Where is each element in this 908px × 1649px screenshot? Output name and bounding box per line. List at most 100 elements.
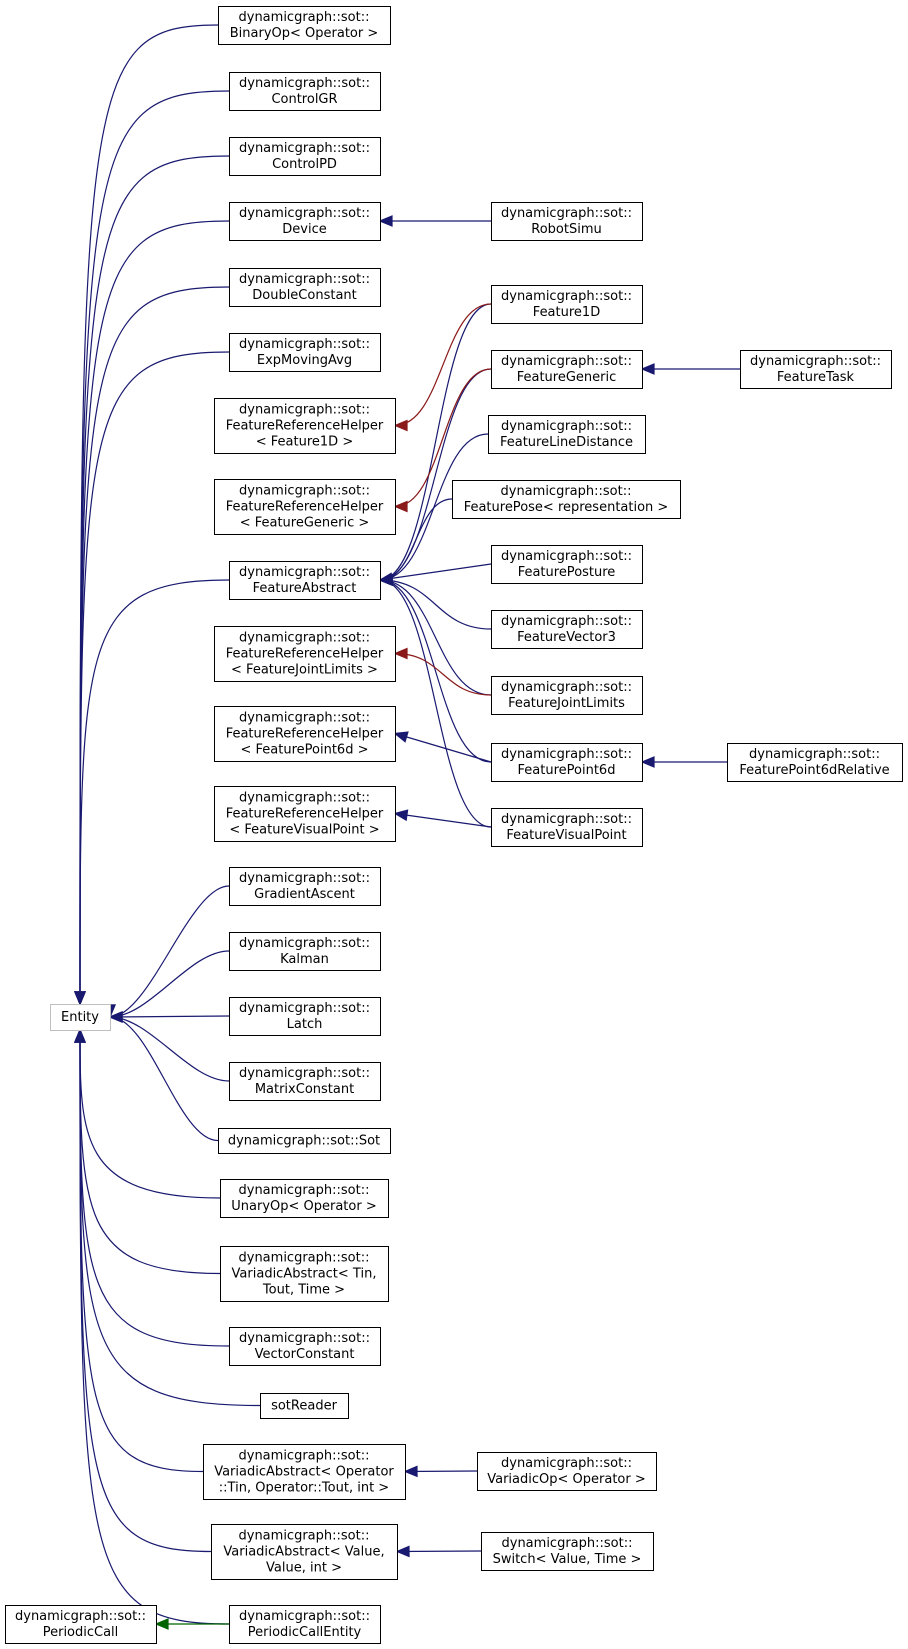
edge-featurejointlimits-to-featureabstract — [378, 574, 492, 696]
edge-doubleconstant-to-entity — [74, 286, 230, 1006]
node-box — [220, 1246, 389, 1302]
variadic-tin-node[interactable]: dynamicgraph::sot::VariadicAbstract< Tin… — [220, 1246, 389, 1302]
controlgr-node[interactable]: dynamicgraph::sot::ControlGR — [229, 72, 381, 111]
node-box — [229, 1062, 381, 1101]
edge-line — [394, 303, 492, 427]
edge-feature1d-to-frh-feature1d — [393, 303, 492, 432]
node-label-line: dynamicgraph::sot:: — [239, 141, 370, 156]
node-label-line: < FeaturePoint6d > — [241, 743, 369, 758]
edge-line — [79, 220, 230, 1005]
latch-node[interactable]: dynamicgraph::sot::Latch — [229, 997, 381, 1036]
featurejointlimits-node[interactable]: dynamicgraph::sot::FeatureJointLimits — [491, 676, 643, 715]
node-label-line: Tout, Time > — [262, 1283, 345, 1298]
unaryop-node[interactable]: dynamicgraph::sot::UnaryOp< Operator > — [220, 1179, 389, 1218]
node-box — [214, 786, 396, 842]
robotsimu-node[interactable]: dynamicgraph::sot::RobotSimu — [491, 202, 643, 241]
node-box — [229, 137, 381, 176]
node-label-line: FeatureAbstract — [253, 581, 357, 596]
binaryop-node[interactable]: dynamicgraph::sot::BinaryOp< Operator > — [218, 6, 391, 45]
node-box — [218, 1128, 391, 1154]
node-label-line: dynamicgraph::sot:: — [239, 206, 370, 221]
node-box — [229, 867, 381, 906]
arrowhead — [640, 756, 655, 768]
node-box — [491, 743, 643, 782]
edge-line — [109, 950, 230, 1018]
node-label-line: Device — [282, 222, 326, 237]
featuretask-node[interactable]: dynamicgraph::sot::FeatureTask — [740, 350, 892, 389]
featurepoint6d-node[interactable]: dynamicgraph::sot::FeaturePoint6d — [491, 743, 643, 782]
node-box — [491, 808, 643, 847]
featuregeneric-node[interactable]: dynamicgraph::sot::FeatureGeneric — [491, 350, 643, 389]
sot-node[interactable]: dynamicgraph::sot::Sot — [218, 1128, 391, 1154]
edge-sot-to-entity — [108, 1011, 219, 1142]
device-node[interactable]: dynamicgraph::sot::Device — [229, 202, 381, 241]
node-label-line: dynamicgraph::sot:: — [239, 1331, 370, 1346]
node-label-line: FeatureGeneric — [517, 370, 617, 385]
node-label-line: dynamicgraph::sot:: — [239, 1609, 370, 1624]
arrowhead — [74, 1028, 86, 1043]
node-label-line: Switch< Value, Time > — [493, 1552, 642, 1567]
node-label-line: FeaturePose< representation > — [464, 500, 669, 515]
node-label-line: FeatureVisualPoint — [506, 828, 626, 843]
feature1d-node[interactable]: dynamicgraph::sot::Feature1D — [491, 285, 643, 324]
node-label-line: dynamicgraph::sot:: — [750, 354, 881, 369]
edge-featurevisualpoint-to-featureabstract — [378, 574, 492, 828]
gradientascent-node[interactable]: dynamicgraph::sot::GradientAscent — [229, 867, 381, 906]
vectorconstant-node[interactable]: dynamicgraph::sot::VectorConstant — [229, 1327, 381, 1366]
periodiccall-node[interactable]: dynamicgraph::sot::PeriodicCall — [5, 1605, 157, 1644]
frh-feature1d-node[interactable]: dynamicgraph::sot::FeatureReferenceHelpe… — [214, 398, 396, 454]
expmovingavg-node[interactable]: dynamicgraph::sot::ExpMovingAvg — [229, 333, 381, 372]
variadic-value-node[interactable]: dynamicgraph::sot::VariadicAbstract< Val… — [211, 1524, 398, 1580]
node-label-line: dynamicgraph::sot:: — [239, 403, 370, 418]
node-label-line: dynamicgraph::sot:: — [501, 812, 632, 827]
variadicop-node[interactable]: dynamicgraph::sot::VariadicOp< Operator … — [477, 1452, 657, 1491]
kalman-node[interactable]: dynamicgraph::sot::Kalman — [229, 932, 381, 971]
node-label-line: dynamicgraph::sot:: — [239, 1449, 370, 1464]
periodiccallentity-node[interactable]: dynamicgraph::sot::PeriodicCallEntity — [229, 1605, 381, 1644]
edge-line — [79, 1029, 230, 1347]
controlpd-node[interactable]: dynamicgraph::sot::ControlPD — [229, 137, 381, 176]
frh-featurejointlimits-node[interactable]: dynamicgraph::sot::FeatureReferenceHelpe… — [214, 626, 396, 682]
featurevisualpoint-node[interactable]: dynamicgraph::sot::FeatureVisualPoint — [491, 808, 643, 847]
node-label-line: dynamicgraph::sot:: — [239, 1529, 370, 1544]
edge-line — [394, 652, 492, 696]
edge-line — [379, 579, 492, 763]
frh-featurepoint6d-node[interactable]: dynamicgraph::sot::FeatureReferenceHelpe… — [214, 706, 396, 762]
edge-matrixconstant-to-entity — [108, 1011, 230, 1082]
edge-featureposture-to-featureabstract — [378, 563, 492, 585]
node-box — [488, 415, 646, 454]
node-label-line: dynamicgraph::sot:: — [239, 711, 370, 726]
arrowhead — [393, 419, 408, 432]
featurelinedistance-node[interactable]: dynamicgraph::sot::FeatureLineDistance — [488, 415, 646, 454]
edge-unaryop-to-entity — [74, 1028, 221, 1199]
node-box — [477, 1452, 657, 1491]
featurevector3-node[interactable]: dynamicgraph::sot::FeatureVector3 — [491, 610, 643, 649]
featurepoint6drelative-node[interactable]: dynamicgraph::sot::FeaturePoint6dRelativ… — [727, 743, 903, 782]
edge-line — [109, 1015, 230, 1018]
featureposture-node[interactable]: dynamicgraph::sot::FeaturePosture — [491, 545, 643, 584]
sotreader-node[interactable]: sotReader — [260, 1393, 349, 1419]
edge-featureabstract-to-entity — [74, 579, 230, 1006]
featureabstract-node[interactable]: dynamicgraph::sot::FeatureAbstract — [229, 561, 381, 600]
edge-periodiccallentity-to-entity — [74, 1028, 230, 1625]
frh-featurevisualpoint-node[interactable]: dynamicgraph::sot::FeatureReferenceHelpe… — [214, 786, 396, 842]
node-label-line: dynamicgraph::sot:: — [239, 791, 370, 806]
switch-node[interactable]: dynamicgraph::sot::Switch< Value, Time > — [481, 1532, 654, 1571]
matrixconstant-node[interactable]: dynamicgraph::sot::MatrixConstant — [229, 1062, 381, 1101]
variadic-operator-node[interactable]: dynamicgraph::sot::VariadicAbstract< Ope… — [203, 1444, 406, 1500]
edge-featurepoint6d-to-frh-featurepoint6d — [393, 731, 492, 763]
node-label-line: VariadicAbstract< Tin, — [232, 1267, 377, 1282]
entity-node[interactable]: Entity — [50, 1004, 111, 1031]
node-label-line: dynamicgraph::sot:: — [239, 10, 370, 25]
node-box — [491, 285, 643, 324]
node-box — [229, 72, 381, 111]
node-label-line: RobotSimu — [531, 222, 601, 237]
node-label-line: dynamicgraph::sot:: — [501, 549, 632, 564]
node-box — [260, 1393, 349, 1419]
frh-featuregeneric-node[interactable]: dynamicgraph::sot::FeatureReferenceHelpe… — [214, 479, 396, 535]
edge-line — [79, 155, 230, 1005]
featurepose-node[interactable]: dynamicgraph::sot::FeaturePose< represen… — [452, 480, 681, 519]
edge-featurevector3-to-featureabstract — [378, 574, 492, 630]
doubleconstant-node[interactable]: dynamicgraph::sot::DoubleConstant — [229, 268, 381, 307]
edge-line — [79, 1029, 204, 1473]
